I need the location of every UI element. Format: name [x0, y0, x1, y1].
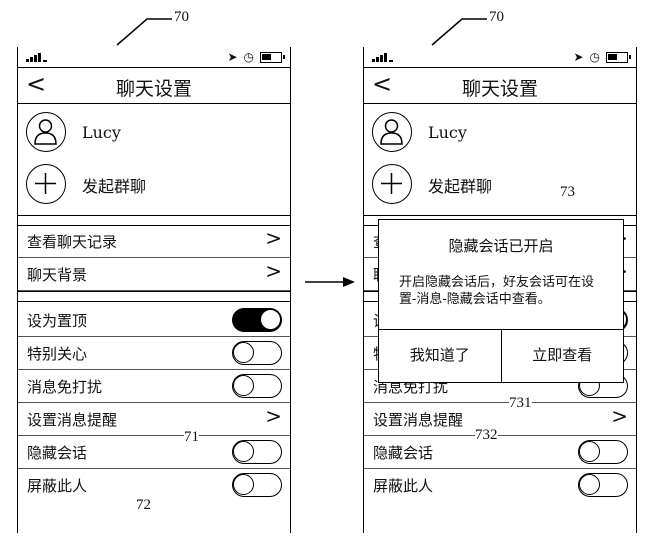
alarm-clock-icon: ◷ [589, 50, 600, 64]
status-bar: ➤ ◷ [364, 47, 636, 68]
row-pin-top: 设为置顶 [18, 304, 290, 337]
contact-name: Lucy [82, 123, 121, 142]
nav-bar: < 聊天设置 [364, 67, 636, 104]
dialog-title: 隐藏会话已开启 [448, 237, 554, 255]
leader-70-left [116, 18, 172, 46]
dialog-buttons: 我知道了 立即查看 [379, 329, 623, 382]
row-label: 屏蔽此人 [373, 477, 434, 495]
page-title: 聊天设置 [461, 78, 538, 100]
alarm-clock-icon: ◷ [243, 50, 254, 64]
back-icon[interactable]: < [372, 70, 393, 98]
row-do-not-disturb: 消息免打扰 [18, 370, 290, 403]
group-chat-label: 发起群聊 [428, 177, 493, 196]
group-chat-label: 发起群聊 [82, 177, 147, 196]
row-label: 特别关心 [27, 345, 88, 363]
section-divider [18, 291, 290, 302]
status-bar: ➤ ◷ [18, 47, 290, 68]
battery-icon [260, 51, 285, 63]
hide-chat-toggle[interactable] [578, 440, 628, 464]
plus-icon [26, 164, 66, 204]
location-arrow-icon: ➤ [573, 50, 584, 64]
transition-arrow-icon [305, 277, 355, 287]
row-label: 聊天背景 [27, 266, 88, 284]
callout-71: 71 [184, 429, 199, 446]
row-block-contact: 屏蔽此人 [18, 469, 290, 501]
row-label: 查看聊天记录 [27, 233, 118, 251]
row-label: 隐藏会话 [27, 444, 88, 462]
row-label: 设为置顶 [27, 312, 88, 330]
row-message-reminder[interactable]: 设置消息提醒 > [18, 403, 290, 436]
dialog-message: 开启隐藏会话后，好友会话可在设置-消息-隐藏会话中查看。 [399, 275, 595, 307]
row-message-reminder[interactable]: 设置消息提醒 > [364, 403, 636, 436]
callout-70-left: 70 [174, 9, 189, 26]
start-group-chat-row[interactable]: 发起群聊 [364, 159, 636, 211]
leader-70-right [431, 18, 487, 46]
plus-icon [372, 164, 412, 204]
callout-72: 72 [136, 497, 151, 514]
row-label: 屏蔽此人 [27, 477, 88, 495]
avatar-icon [372, 112, 412, 152]
callout-732: 732 [475, 427, 498, 444]
block-toggle[interactable] [232, 473, 282, 497]
row-block-contact: 屏蔽此人 [364, 469, 636, 501]
signal-icon [26, 53, 47, 62]
contact-name: Lucy [428, 123, 467, 142]
chevron-right-icon: > [611, 404, 628, 428]
callout-731: 731 [509, 395, 532, 412]
phone-screen-left: ➤ ◷ < 聊天设置 Lucy 发起群聊 查看聊天记录 > 聊天背景 > 设为置… [17, 47, 291, 533]
row-label: 消息免打扰 [27, 378, 103, 396]
row-hide-chat: 隐藏会话 [18, 436, 290, 469]
row-hide-chat: 隐藏会话 [364, 436, 636, 469]
row-special-care: 特别关心 [18, 337, 290, 370]
got-it-button[interactable]: 我知道了 [409, 346, 470, 364]
start-group-chat-row[interactable]: 发起群聊 [18, 159, 290, 211]
page-title: 聊天设置 [115, 78, 192, 100]
pin-top-toggle[interactable] [232, 308, 282, 332]
chevron-right-icon: > [265, 259, 282, 283]
profile-row[interactable]: Lucy [364, 107, 636, 159]
signal-icon [372, 53, 393, 62]
dnd-toggle[interactable] [232, 374, 282, 398]
callout-70-right: 70 [489, 9, 504, 26]
row-label: 设置消息提醒 [27, 411, 118, 429]
row-chat-history[interactable]: 查看聊天记录 > [18, 225, 290, 258]
chevron-right-icon: > [265, 226, 282, 250]
row-label: 隐藏会话 [373, 444, 434, 462]
avatar-icon [26, 112, 66, 152]
nav-bar: < 聊天设置 [18, 67, 290, 104]
hide-chat-toggle[interactable] [232, 440, 282, 464]
callout-73: 73 [560, 184, 575, 201]
hidden-chat-dialog: 隐藏会话已开启 开启隐藏会话后，好友会话可在设置-消息-隐藏会话中查看。 我知道… [378, 219, 624, 383]
view-now-button[interactable]: 立即查看 [500, 330, 624, 382]
back-icon[interactable]: < [26, 70, 47, 98]
battery-icon [606, 51, 631, 63]
profile-row[interactable]: Lucy [18, 107, 290, 159]
section-divider [18, 215, 290, 226]
special-care-toggle[interactable] [232, 341, 282, 365]
location-arrow-icon: ➤ [227, 50, 238, 64]
row-chat-background[interactable]: 聊天背景 > [18, 258, 290, 291]
chevron-right-icon: > [265, 404, 282, 428]
row-label: 设置消息提醒 [373, 411, 464, 429]
block-toggle[interactable] [578, 473, 628, 497]
